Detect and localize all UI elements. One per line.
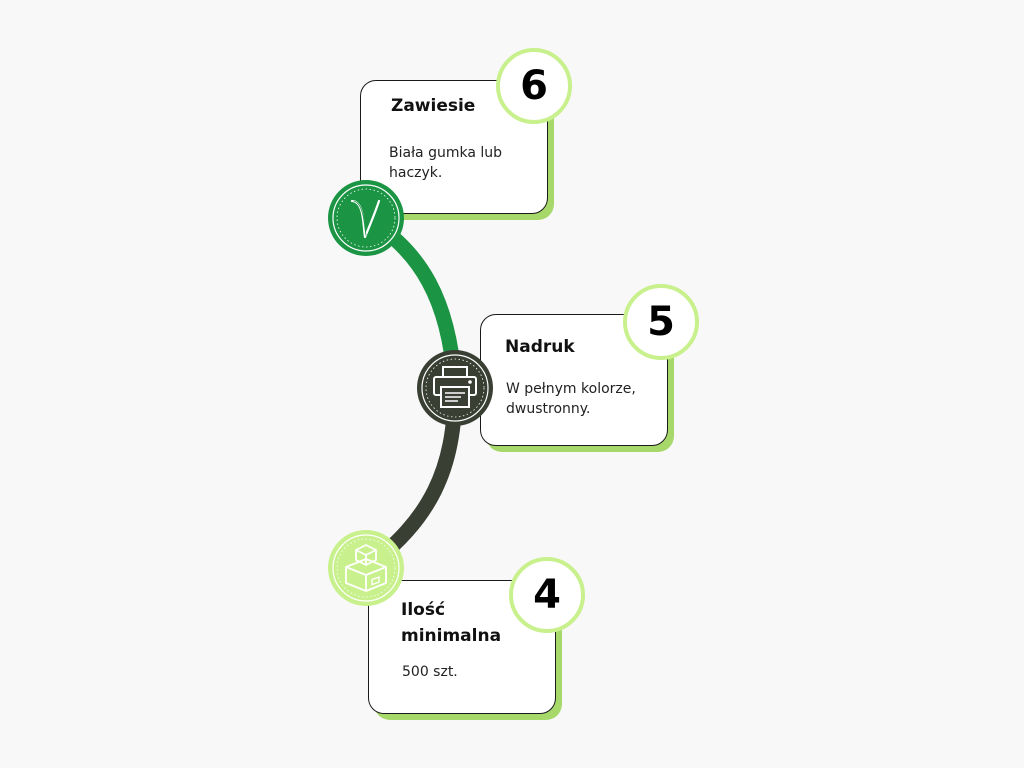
step-title: Zawiesie	[391, 96, 476, 116]
step-title: Ilość minimalna	[401, 600, 502, 646]
step-description: Biała gumka lub haczyk.	[389, 145, 503, 181]
step-description: 500 szt.	[402, 664, 458, 680]
step-number-badge: 5	[623, 284, 699, 360]
hook-letter-v-icon	[327, 179, 405, 257]
step-number-badge: 6	[496, 48, 572, 124]
step-number-badge: 4	[509, 557, 585, 633]
step-title: Nadruk	[505, 337, 575, 357]
printer-icon	[416, 349, 494, 427]
step-description: W pełnym kolorze, dwustronny.	[506, 381, 636, 417]
boxes-icon	[327, 529, 405, 607]
